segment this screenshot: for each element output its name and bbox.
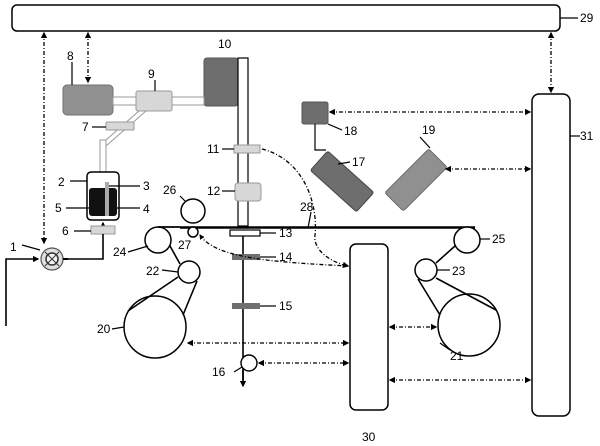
label-26: 26 bbox=[163, 183, 177, 197]
line-pump-to-6 bbox=[68, 234, 104, 260]
belt-22-20-right bbox=[182, 280, 198, 316]
label-5: 5 bbox=[55, 201, 62, 215]
signal-11-30 bbox=[261, 148, 350, 269]
label-22: 22 bbox=[146, 264, 160, 278]
component-18-box bbox=[301, 101, 329, 125]
component-6-valve bbox=[90, 225, 116, 235]
component-13 bbox=[229, 229, 261, 237]
component-19-lamp bbox=[385, 149, 447, 211]
cable-18-17 bbox=[314, 124, 326, 151]
leader-19 bbox=[419, 136, 431, 149]
belt-25-23 bbox=[435, 245, 456, 264]
label-14: 14 bbox=[279, 250, 293, 264]
label-8: 8 bbox=[67, 49, 74, 63]
belt-22-20-left bbox=[127, 276, 179, 312]
pipe-7-2 bbox=[99, 139, 107, 173]
roller-24 bbox=[144, 226, 172, 254]
component-17-lamp bbox=[310, 151, 374, 212]
pipe-9-10 bbox=[171, 96, 205, 106]
label-16: 16 bbox=[212, 365, 226, 379]
label-3: 3 bbox=[143, 179, 150, 193]
label-7: 7 bbox=[82, 120, 89, 134]
leader-22 bbox=[161, 269, 179, 273]
roller-25 bbox=[453, 226, 481, 254]
component-10-box bbox=[203, 57, 239, 107]
label-25: 25 bbox=[492, 232, 506, 246]
leader-20 bbox=[111, 326, 125, 330]
belt-23-21-left bbox=[417, 278, 441, 316]
leader-28 bbox=[307, 211, 312, 229]
roller-22 bbox=[177, 260, 201, 284]
label-12: 12 bbox=[207, 184, 221, 198]
component-7-valve bbox=[105, 121, 135, 131]
leader-21 bbox=[439, 342, 451, 351]
label-20: 20 bbox=[97, 322, 111, 336]
component-8-box bbox=[62, 84, 114, 116]
component-11-valve bbox=[233, 144, 261, 154]
component-29-top-bar bbox=[11, 4, 561, 32]
leader-24 bbox=[127, 245, 149, 253]
leader-16 bbox=[233, 366, 243, 373]
label-24: 24 bbox=[113, 245, 127, 259]
belt-24-22 bbox=[169, 245, 181, 265]
component-31-column bbox=[531, 93, 571, 417]
inlet-line bbox=[5, 255, 40, 326]
pump-icon bbox=[40, 247, 68, 271]
label-23: 23 bbox=[452, 264, 466, 278]
label-18: 18 bbox=[344, 124, 358, 138]
label-9: 9 bbox=[148, 67, 155, 81]
component-14 bbox=[232, 254, 260, 260]
component-15 bbox=[232, 303, 260, 309]
roller-26 bbox=[180, 198, 206, 224]
label-17: 17 bbox=[352, 155, 366, 169]
component-5-core bbox=[89, 188, 117, 216]
leader-1 bbox=[21, 244, 41, 251]
label-31: 31 bbox=[580, 129, 594, 143]
label-21: 21 bbox=[450, 349, 464, 363]
label-15: 15 bbox=[279, 299, 293, 313]
column-10-tube bbox=[237, 57, 249, 227]
label-19: 19 bbox=[422, 123, 436, 137]
label-2: 2 bbox=[58, 175, 65, 189]
label-29: 29 bbox=[580, 11, 594, 25]
roller-27 bbox=[187, 226, 199, 238]
belt-23-21-right bbox=[435, 277, 497, 311]
component-12-box bbox=[234, 182, 262, 202]
roller-21 bbox=[437, 293, 501, 357]
label-28: 28 bbox=[300, 200, 314, 214]
label-30: 30 bbox=[362, 430, 376, 444]
leader-26 bbox=[179, 195, 186, 202]
label-10: 10 bbox=[218, 37, 232, 51]
component-3-rod bbox=[105, 182, 109, 216]
component-9-valve bbox=[135, 90, 173, 112]
component-16 bbox=[240, 354, 258, 372]
label-11: 11 bbox=[207, 142, 220, 156]
leader-18 bbox=[327, 123, 343, 131]
label-6: 6 bbox=[62, 224, 69, 238]
component-30-column bbox=[349, 243, 389, 411]
roller-23 bbox=[414, 258, 438, 282]
roller-20 bbox=[123, 295, 187, 359]
label-1: 1 bbox=[10, 240, 17, 254]
leader-17 bbox=[337, 161, 351, 165]
label-13: 13 bbox=[279, 226, 293, 240]
label-4: 4 bbox=[143, 202, 150, 216]
signal-27-30 bbox=[199, 234, 349, 267]
pipe-8-9 bbox=[112, 96, 137, 106]
label-27: 27 bbox=[178, 238, 192, 252]
